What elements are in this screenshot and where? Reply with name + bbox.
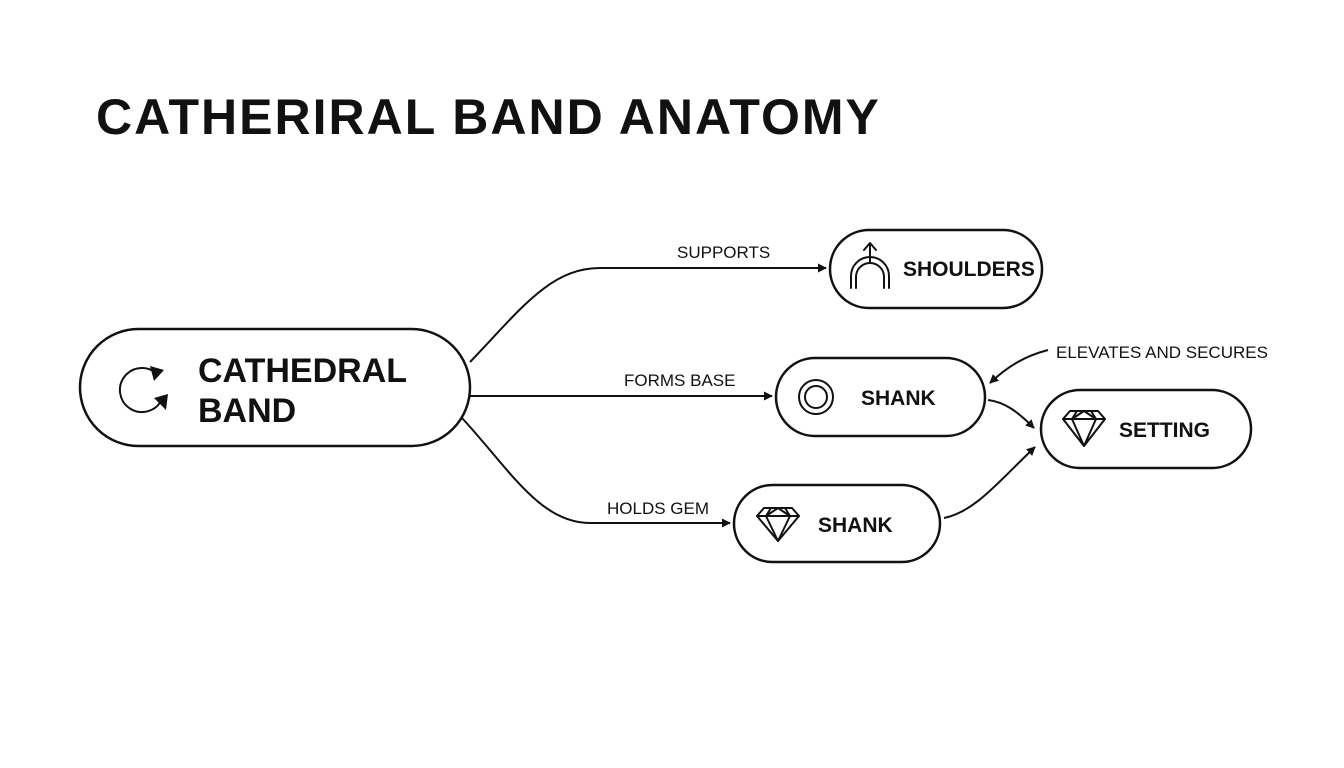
node-setting-box xyxy=(1039,388,1253,470)
edge-label-forms-base: FORMS BASE xyxy=(624,371,735,390)
node-setting[interactable]: SETTING xyxy=(1039,388,1253,470)
edge-label-supports: SUPPORTS xyxy=(677,243,770,262)
node-cathedral-band-label-line2: BAND xyxy=(198,392,296,430)
node-shoulders-box xyxy=(828,228,1044,310)
node-shank-top[interactable]: SHANK xyxy=(774,356,987,438)
edge-label-elevates-secures: ELEVATES AND SECURES xyxy=(1056,343,1268,362)
edge-shank-to-setting xyxy=(987,399,1035,429)
node-shoulders-label: SHOULDERS xyxy=(903,258,1035,281)
node-shank-bottom-label: SHANK xyxy=(818,514,893,537)
node-cathedral-band[interactable]: CATHEDRAL BAND xyxy=(78,327,472,448)
node-cathedral-band-label-line1: CATHEDRAL xyxy=(198,352,407,390)
node-shank-top-label: SHANK xyxy=(861,387,936,410)
node-shank-top-box xyxy=(774,356,987,438)
node-cathedral-band-box xyxy=(78,327,472,448)
node-shoulders[interactable]: SHOULDERS xyxy=(828,228,1044,310)
edge-holds-gem xyxy=(461,417,731,528)
node-shank-bottom[interactable]: SHANK xyxy=(732,483,942,564)
arch-arrow-icon xyxy=(850,242,890,289)
diagram-title: CATHERIRAL BAND ANATOMY xyxy=(96,89,881,145)
edge-supports xyxy=(469,263,827,363)
node-setting-label: SETTING xyxy=(1119,419,1210,442)
refresh-cycle-icon xyxy=(118,366,168,413)
edge-shank-bottom-to-setting xyxy=(943,446,1036,519)
edge-elevates-secures xyxy=(989,349,1049,384)
edge-label-holds-gem: HOLDS GEM xyxy=(607,499,709,518)
node-shank-bottom-box xyxy=(732,483,942,564)
diamond-icon xyxy=(1062,410,1106,447)
ring-icon xyxy=(798,379,834,415)
diamond-icon xyxy=(756,507,800,542)
